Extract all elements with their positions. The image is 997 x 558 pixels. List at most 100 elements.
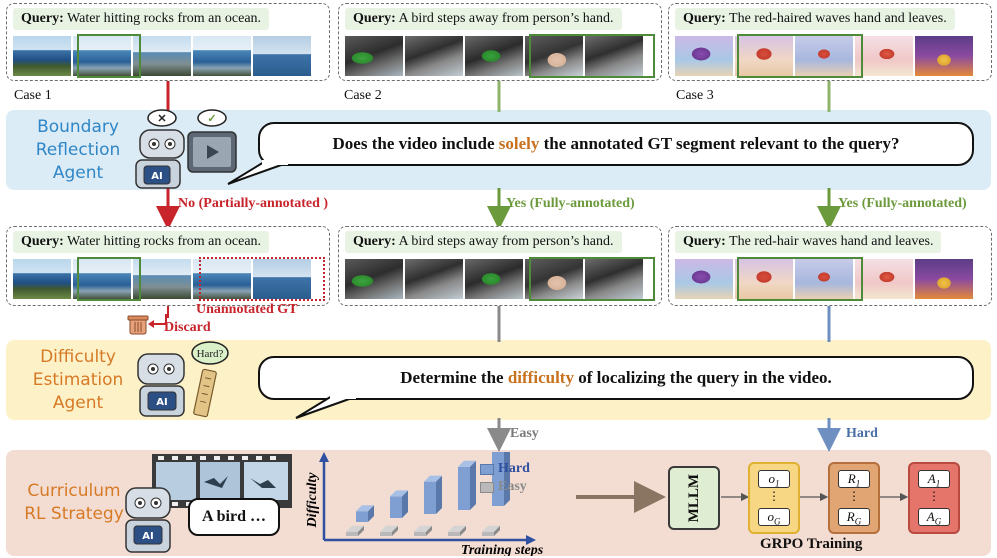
bubble-tail xyxy=(227,160,288,185)
video-frame xyxy=(345,259,403,299)
video-frame xyxy=(585,36,643,76)
hard-bar xyxy=(356,505,374,522)
video-frame xyxy=(133,36,191,76)
video-frame xyxy=(73,36,131,76)
unannotated-gt-label: Unannotated GT xyxy=(196,302,298,317)
yes-fully-annotated-label-2: Yes (Fully-annotated) xyxy=(838,196,967,211)
x-axis-label: Training steps xyxy=(461,543,544,556)
video-frame xyxy=(465,36,523,76)
case2-mid-box: Query: A bird steps away from person’s h… xyxy=(338,226,662,306)
easy-bar xyxy=(482,525,500,536)
rewards-box: R1 ⋮ RG xyxy=(828,462,880,534)
easy-bar xyxy=(414,525,432,536)
case2-query-2: Query: A bird steps away from person’s h… xyxy=(345,231,622,253)
no-partially-annotated-label: No (Partially-annotated ) xyxy=(178,196,329,211)
case2-query: Query: A bird steps away from person’s h… xyxy=(345,8,622,30)
outputs-box: o1 ⋮ oG xyxy=(748,462,800,534)
video-frame xyxy=(585,259,643,299)
difficulty-agent-label: Difficulty Estimation Agent xyxy=(32,347,124,413)
case2-top-box: Query: A bird steps away from person’s h… xyxy=(338,3,662,81)
video-frame xyxy=(735,36,793,76)
svg-text:Hard?: Hard? xyxy=(197,348,224,360)
gt-segment-box xyxy=(737,257,863,301)
case2-frames-2 xyxy=(345,259,643,299)
trash-icon xyxy=(127,315,149,335)
advantages-box: A1 ⋮ AG xyxy=(908,462,960,534)
video-frame xyxy=(253,259,311,299)
video-frame xyxy=(193,259,251,299)
video-frame xyxy=(735,259,793,299)
grpo-training-label: GRPO Training xyxy=(760,536,863,552)
case3-query-2: Query: The red-hair waves hand and leave… xyxy=(675,231,942,253)
case3-top-box: Query: The red-haired waves hand and lea… xyxy=(668,3,992,81)
case3-query: Query: The red-haired waves hand and lea… xyxy=(675,8,955,30)
case3-frames xyxy=(675,36,973,76)
case3-frames-2 xyxy=(675,259,973,299)
video-frame xyxy=(13,36,71,76)
video-frame xyxy=(855,36,913,76)
hard-bar xyxy=(492,452,510,506)
robot-icon: AI xyxy=(125,487,171,553)
output-first: o1 xyxy=(758,470,790,489)
case2-label: Case 2 xyxy=(344,88,382,103)
easy-label: Easy xyxy=(510,426,539,441)
bird-speech-bubble: A bird … xyxy=(188,498,280,536)
case2-frames xyxy=(345,36,643,76)
hard-bar xyxy=(390,490,408,518)
video-frame xyxy=(675,36,733,76)
hard-label: Hard xyxy=(846,426,878,441)
svg-text:✕: ✕ xyxy=(157,113,166,125)
case3-mid-box: Query: The red-hair waves hand and leave… xyxy=(668,226,992,306)
chart-legend: Hard Easy xyxy=(480,460,530,496)
video-frame xyxy=(465,259,523,299)
easy-bar xyxy=(380,525,398,536)
reward-last: RG xyxy=(838,508,870,527)
reward-first: R1 xyxy=(838,470,870,489)
svg-text:AI: AI xyxy=(151,171,162,182)
vdots: ⋮ xyxy=(928,489,940,503)
vdots: ⋮ xyxy=(768,489,780,503)
video-frame xyxy=(405,259,463,299)
easy-bar xyxy=(448,525,466,536)
hard-bar xyxy=(424,475,442,514)
case1-top-box: Query: Water hitting rocks from an ocean… xyxy=(6,3,330,81)
video-frame xyxy=(525,36,583,76)
mllm-box: MLLM xyxy=(668,466,720,530)
legend-hard: Hard xyxy=(480,460,530,478)
video-frame xyxy=(915,36,973,76)
discard-arrow xyxy=(148,314,167,328)
robot-ruler-icon: Hard? AI xyxy=(137,341,229,418)
svg-text:AI: AI xyxy=(142,531,153,542)
gt-segment-box xyxy=(529,34,655,78)
video-frame xyxy=(675,259,733,299)
gt-segment-box xyxy=(529,257,655,301)
hard-bar xyxy=(458,460,476,510)
video-frame xyxy=(405,36,463,76)
video-frame xyxy=(855,259,913,299)
robot-tablet-icon: ✕ ✓ AI xyxy=(135,109,237,189)
output-last: oG xyxy=(758,508,790,527)
case1-query-2: Query: Water hitting rocks from an ocean… xyxy=(13,231,270,253)
svg-text:AI: AI xyxy=(156,397,167,408)
curriculum-bar-chart: Difficulty Training steps xyxy=(305,452,544,556)
yes-fully-annotated-label: Yes (Fully-annotated) xyxy=(506,196,635,211)
video-frame xyxy=(345,36,403,76)
advantage-first: A1 xyxy=(918,470,950,489)
gt-segment-box xyxy=(77,34,141,78)
vdots: ⋮ xyxy=(848,489,860,503)
easy-bar xyxy=(346,525,364,536)
video-frame xyxy=(915,259,973,299)
unannotated-gt-box xyxy=(199,257,325,301)
case1-frames-2 xyxy=(13,259,311,299)
bubble-tail-2 xyxy=(295,394,356,419)
gt-segment-box xyxy=(737,34,863,78)
svg-text:✓: ✓ xyxy=(207,113,216,125)
case1-label: Case 1 xyxy=(14,88,52,103)
boundary-question-bubble: Does the video include solely the annota… xyxy=(258,122,974,166)
y-axis-label: Difficulty xyxy=(305,472,320,529)
legend-easy: Easy xyxy=(480,478,530,496)
video-frame xyxy=(193,36,251,76)
boundary-agent-label: Boundary Reflection Agent xyxy=(35,117,121,183)
video-frame xyxy=(253,36,311,76)
